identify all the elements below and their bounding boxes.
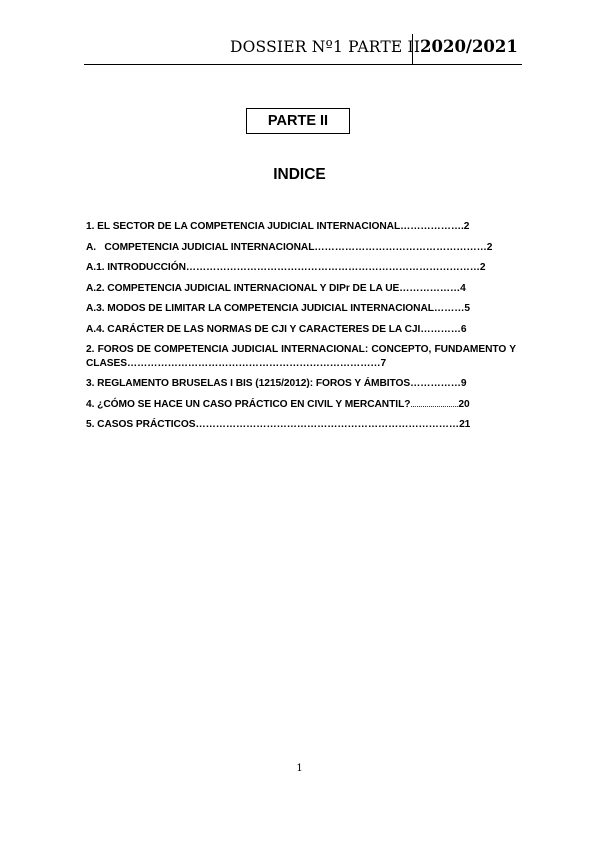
- toc-entry-dots: ……………………: [410, 402, 459, 409]
- page-number: 1: [296, 763, 303, 774]
- toc-entry-page: 2: [463, 221, 470, 232]
- toc-entry[interactable]: A. COMPETENCIA JUDICIAL INTERNACIONAL…………: [86, 241, 516, 262]
- toc-entry-page: 7: [380, 358, 387, 369]
- toc-entry[interactable]: A.4. CARÁCTER DE LAS NORMAS DE CJI Y CAR…: [86, 323, 516, 344]
- toc-entry[interactable]: A.3. MODOS DE LIMITAR LA COMPETENCIA JUD…: [86, 302, 516, 323]
- toc-entry-dots: ………………: [399, 282, 461, 294]
- table-of-contents: 1. EL SECTOR DE LA COMPETENCIA JUDICIAL …: [86, 220, 516, 439]
- toc-entry-text: 3. REGLAMENTO BRUSELAS I BIS (1215/2012)…: [86, 378, 411, 389]
- toc-entry-page: 2: [479, 262, 486, 273]
- toc-entry[interactable]: 4. ¿CÓMO SE HACE UN CASO PRÁCTICO EN CIV…: [86, 398, 516, 419]
- toc-entry-text: 5. CASOS PRÁCTICOS: [86, 419, 196, 430]
- toc-entry-page: 4: [460, 282, 466, 294]
- toc-entry[interactable]: 1. EL SECTOR DE LA COMPETENCIA JUDICIAL …: [86, 220, 516, 241]
- toc-entry-text: 2. FOROS DE COMPETENCIA JUDICIAL INTERNA…: [86, 344, 516, 369]
- toc-entry-page: 2: [486, 241, 493, 253]
- toc-entry-dots: ………: [433, 303, 465, 314]
- toc-entry-page: 6: [460, 323, 467, 335]
- page-header: DOSSIER Nº1 PARTE II 2020/2021: [0, 34, 599, 66]
- toc-entry-page: 5: [464, 303, 471, 314]
- toc-entry[interactable]: 3. REGLAMENTO BRUSELAS I BIS (1215/2012)…: [86, 377, 516, 398]
- toc-entry-dots: ……………………………………………: [314, 241, 487, 253]
- toc-entry[interactable]: A.1. INTRODUCCIÓN………………………………………………………………: [86, 261, 516, 282]
- header-year: 2020/2021: [420, 37, 518, 56]
- toc-entry[interactable]: 2. FOROS DE COMPETENCIA JUDICIAL INTERNA…: [86, 343, 516, 377]
- toc-entry-text: 4. ¿CÓMO SE HACE UN CASO PRÁCTICO EN CIV…: [86, 398, 411, 410]
- header-title: DOSSIER Nº1 PARTE II: [230, 38, 421, 56]
- toc-entry-text: A.4. CARÁCTER DE LAS NORMAS DE CJI Y CAR…: [86, 323, 421, 335]
- toc-entry-text: A.2. COMPETENCIA JUDICIAL INTERNACIONAL …: [86, 282, 400, 294]
- toc-entry-dots: ……………….: [400, 221, 464, 232]
- toc-entry-text: A.1. INTRODUCCIÓN: [86, 262, 186, 273]
- toc-entry-page: 9: [460, 378, 467, 389]
- toc-entry[interactable]: 5. CASOS PRÁCTICOS……………………………………………………………: [86, 418, 516, 439]
- toc-entry-dots: ……………: [410, 378, 461, 389]
- header-separator: [412, 34, 413, 64]
- index-title: INDICE: [273, 166, 326, 183]
- toc-entry-text: A. COMPETENCIA JUDICIAL INTERNACIONAL: [86, 241, 315, 253]
- toc-entry-dots: ……………………………………………………………………: [195, 419, 460, 430]
- toc-entry-page: 21: [459, 419, 471, 430]
- toc-entry-dots: ……………………………………………………………………………: [185, 262, 480, 273]
- toc-entry-dots: …………: [420, 323, 461, 335]
- toc-entry-page: 20: [458, 398, 470, 410]
- header-rule: [84, 64, 522, 65]
- section-box: PARTE II: [246, 108, 350, 134]
- toc-entry-text: 1. EL SECTOR DE LA COMPETENCIA JUDICIAL …: [86, 221, 401, 232]
- toc-entry-dots: …………………………………………………………………: [127, 358, 381, 369]
- toc-entry-text: A.3. MODOS DE LIMITAR LA COMPETENCIA JUD…: [86, 303, 434, 314]
- toc-entry[interactable]: A.2. COMPETENCIA JUDICIAL INTERNACIONAL …: [86, 282, 516, 303]
